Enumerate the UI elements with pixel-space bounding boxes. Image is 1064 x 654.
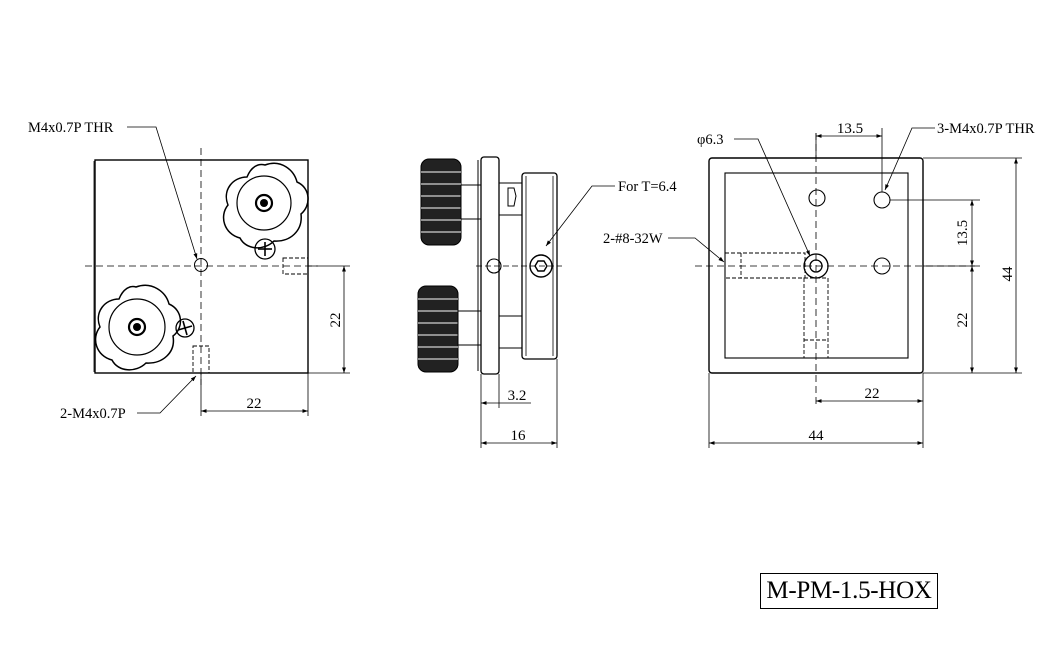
rear-hole-top-right xyxy=(873,191,891,209)
rear-screw-label: 2-#8-32W xyxy=(603,231,663,247)
rear-view: 13.5 13.5 22 44 22 44 φ6.3 2-#8-32W 3-M4… xyxy=(603,121,1035,448)
side-pivot-ball xyxy=(486,258,502,274)
rear-bore-label: φ6.3 xyxy=(697,132,724,148)
rear-dim-width-text: 44 xyxy=(809,428,825,444)
rear-dim-top-text: 13.5 xyxy=(837,121,863,137)
rear-holes-leader xyxy=(884,127,935,191)
rear-dim-side-text: 13.5 xyxy=(955,220,971,246)
side-dim-width-text: 16 xyxy=(511,428,527,444)
side-dim-small-text: 3.2 xyxy=(508,388,527,404)
rear-plate-recess xyxy=(724,172,909,359)
front-plate-outline xyxy=(94,159,309,374)
side-back-plate xyxy=(480,156,500,375)
front-side-holes-label: 2-M4x0.7P xyxy=(60,406,126,422)
front-center-hole-leader xyxy=(127,126,198,260)
rear-hidden-screw-h xyxy=(724,252,806,279)
side-hex-screw xyxy=(529,254,553,278)
rear-hole-top-left xyxy=(808,189,826,207)
front-lock-screw-lower xyxy=(175,318,195,338)
front-lock-screw-upper xyxy=(254,238,276,260)
side-screw-note-label: For T=6.4 xyxy=(618,179,677,195)
front-knob-lower xyxy=(94,284,182,371)
rear-dim-vertical-22-text: 22 xyxy=(955,313,971,328)
part-number-text: M-PM-1.5-HOX xyxy=(766,577,932,604)
rear-screw-leader xyxy=(668,237,725,263)
front-dim-vertical-text: 22 xyxy=(328,313,344,328)
part-number-box: M-PM-1.5-HOX xyxy=(760,573,938,609)
rear-bore-leader xyxy=(734,138,811,257)
side-screw-note-leader xyxy=(545,185,615,247)
front-center-hole-label: M4x0.7P THR xyxy=(28,120,114,136)
front-knob-upper xyxy=(222,162,309,249)
rear-hidden-screw-v xyxy=(803,277,829,359)
rear-holes-label: 3-M4x0.7P THR xyxy=(937,121,1035,137)
side-view: For T=6.4 3.2 16 xyxy=(417,156,677,448)
front-center-hole xyxy=(194,258,208,272)
front-side-holes-leader xyxy=(137,375,197,414)
front-dim-horizontal-text: 22 xyxy=(247,396,262,412)
rear-dim-horizontal-22-text: 22 xyxy=(865,386,880,402)
side-knob-lower xyxy=(417,285,482,373)
rear-dim-height-text: 44 xyxy=(1000,266,1016,282)
side-knob-upper xyxy=(420,158,482,246)
front-view: 22 22 M4x0.7P THR 2-M4x0.7P xyxy=(28,120,350,422)
rear-hole-right xyxy=(873,257,891,275)
